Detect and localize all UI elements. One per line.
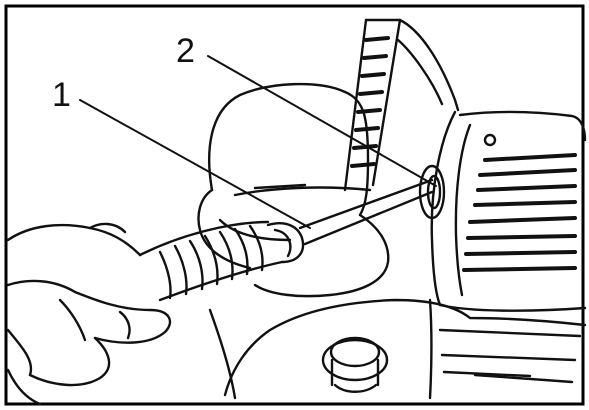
callout-label-1: 1: [52, 76, 71, 114]
callout-label-2: 2: [176, 32, 195, 70]
leader-line-2: [207, 55, 437, 187]
screwdriver: [138, 178, 434, 302]
adjustment-hole: [418, 164, 446, 220]
knob-icon: [321, 338, 389, 382]
handle-grip: [343, 18, 460, 192]
machine-housing: [208, 298, 587, 400]
vent-cover: [418, 110, 587, 312]
hand: [6, 222, 172, 406]
leader-line-1: [79, 99, 311, 229]
